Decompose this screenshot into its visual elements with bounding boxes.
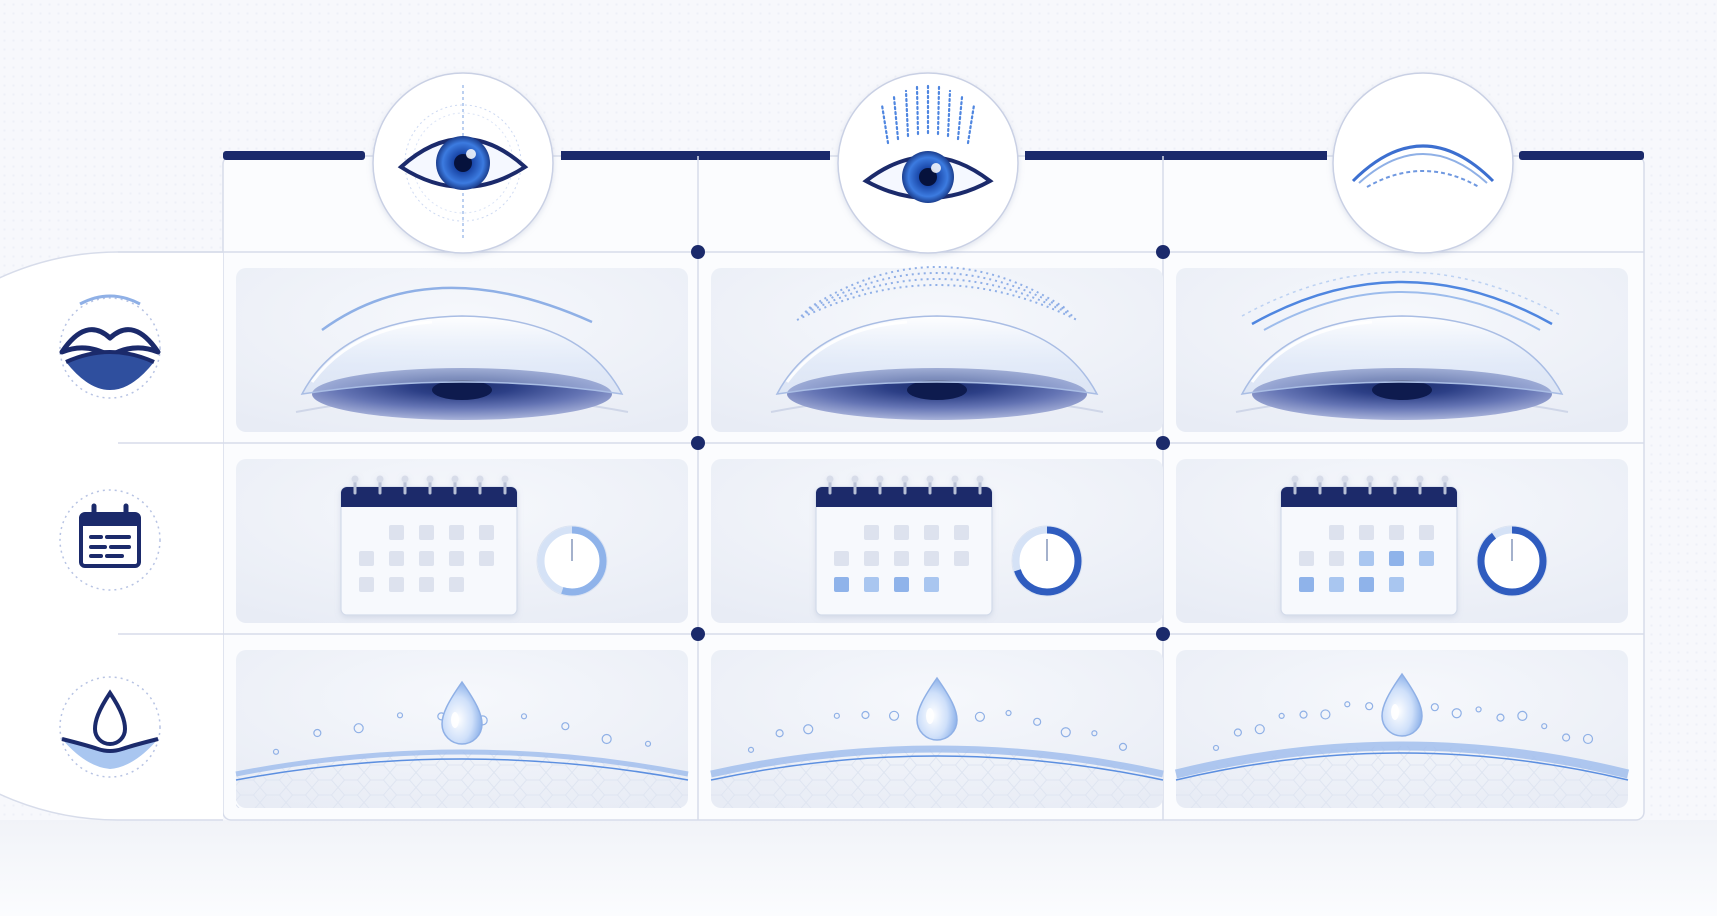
lens-fit-panel xyxy=(711,266,1163,432)
calendar-day xyxy=(419,551,434,566)
calendar-day xyxy=(1359,525,1374,540)
water-droplet xyxy=(441,680,483,745)
calendar-day xyxy=(1419,551,1434,566)
wear-schedule-panel xyxy=(1176,459,1628,623)
wear-schedule-panel xyxy=(236,459,688,623)
grid-nodes xyxy=(691,245,1170,641)
calendar-day xyxy=(924,551,939,566)
calendar-icon xyxy=(59,489,161,591)
calendar-day xyxy=(359,551,374,566)
curved-lens-icon xyxy=(1332,72,1514,254)
calendar-day xyxy=(389,525,404,540)
calendar-day xyxy=(924,525,939,540)
calendar-day xyxy=(1329,525,1344,540)
calendar-day xyxy=(924,577,939,592)
calendar-day xyxy=(479,525,494,540)
timer-progress xyxy=(537,526,607,596)
calendar-graphic xyxy=(1280,475,1458,616)
calendar-day xyxy=(449,577,464,592)
calendar-day xyxy=(1329,577,1344,592)
calendar-day xyxy=(1299,551,1314,566)
water-droplet xyxy=(916,676,958,741)
calendar-day xyxy=(834,551,849,566)
lens-fit-panel xyxy=(236,268,688,432)
calendar-day xyxy=(864,577,879,592)
timer-graphic xyxy=(1476,525,1548,597)
calendar-day xyxy=(1419,525,1434,540)
calendar-graphic xyxy=(815,475,993,616)
moisture-panel xyxy=(1174,650,1630,808)
calendar-day xyxy=(449,525,464,540)
calendar-day xyxy=(419,577,434,592)
moisture-panel xyxy=(710,650,1164,808)
calendar-day xyxy=(894,551,909,566)
calendar-day xyxy=(1359,577,1374,592)
calendar-day xyxy=(834,577,849,592)
calendar-day xyxy=(359,577,374,592)
calendar-graphic xyxy=(340,475,518,616)
timer-graphic xyxy=(1011,525,1083,597)
calendar-day xyxy=(1389,577,1404,592)
header-bar xyxy=(223,151,1644,160)
eye-alignment-icon xyxy=(372,72,554,254)
moisture-panel xyxy=(235,650,689,808)
calendar-day xyxy=(894,577,909,592)
water-drop-icon xyxy=(59,676,161,778)
water-droplet xyxy=(1381,672,1423,737)
calendar-day xyxy=(894,525,909,540)
calendar-day xyxy=(479,551,494,566)
calendar-day xyxy=(1389,525,1404,540)
timer-progress xyxy=(1012,526,1082,596)
timer-graphic xyxy=(536,525,608,597)
calendar-day xyxy=(1359,551,1374,566)
wear-schedule-panel xyxy=(711,459,1163,623)
calendar-day xyxy=(1389,551,1404,566)
calendar-day xyxy=(1299,577,1314,592)
eye-lashes-icon xyxy=(837,72,1019,254)
calendar-day xyxy=(1329,551,1344,566)
calendar-day xyxy=(389,551,404,566)
calendar-day xyxy=(449,551,464,566)
calendar-day xyxy=(389,577,404,592)
calendar-day xyxy=(954,551,969,566)
calendar-day xyxy=(864,551,879,566)
calendar-day xyxy=(419,525,434,540)
panel-grid xyxy=(235,266,1630,808)
calendar-day xyxy=(954,525,969,540)
lens-fit-panel xyxy=(1176,268,1628,432)
calendar-day xyxy=(864,525,879,540)
floor-gradient xyxy=(0,820,1717,916)
timer-progress xyxy=(1477,526,1547,596)
eyelid-lens-icon xyxy=(59,294,161,399)
